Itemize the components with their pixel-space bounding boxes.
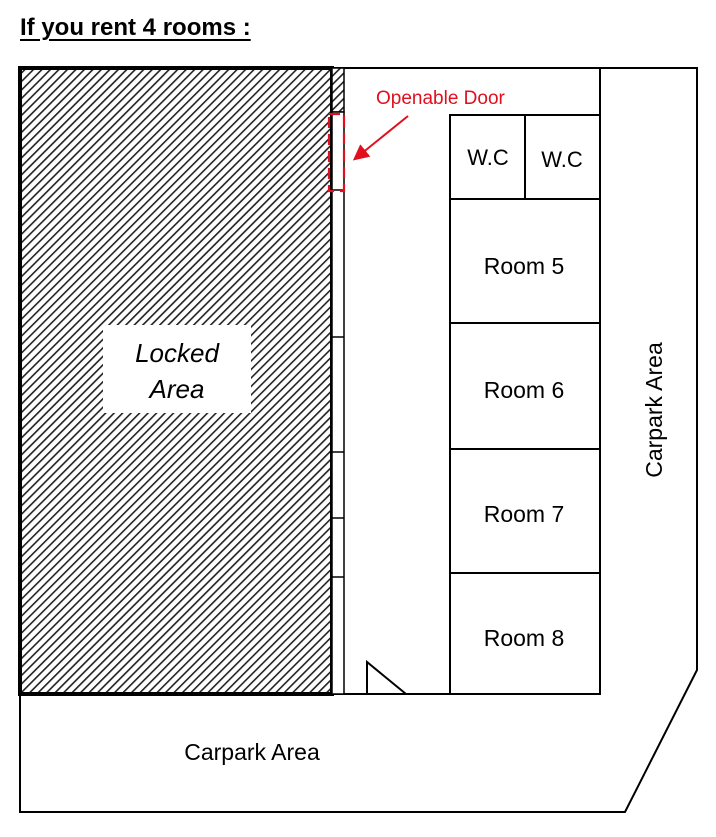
wall-strip-hatched: [331, 67, 345, 113]
locked-label-line1: Locked: [135, 338, 220, 368]
wall-strip: [331, 111, 345, 695]
room8-label: Room 8: [484, 625, 565, 651]
openable-door-marker: [327, 112, 346, 193]
room-column: [449, 114, 601, 695]
door-arrow: [352, 115, 409, 161]
locked-label-line2: Area: [148, 374, 205, 404]
locked-label-box: [103, 325, 251, 413]
room6-label: Room 6: [484, 377, 565, 403]
wc-right-label: W.C: [541, 147, 583, 172]
entrance-triangle: [366, 659, 409, 695]
page-title: If you rent 4 rooms :: [20, 14, 251, 41]
carpark-bottom-label: Carpark Area: [184, 739, 320, 765]
room7-label: Room 7: [484, 501, 565, 527]
carpark-right-label: Carpark Area: [641, 342, 667, 478]
wc-left-label: W.C: [467, 145, 509, 170]
door-label: Openable Door: [376, 88, 506, 109]
room5-label: Room 5: [484, 253, 565, 279]
